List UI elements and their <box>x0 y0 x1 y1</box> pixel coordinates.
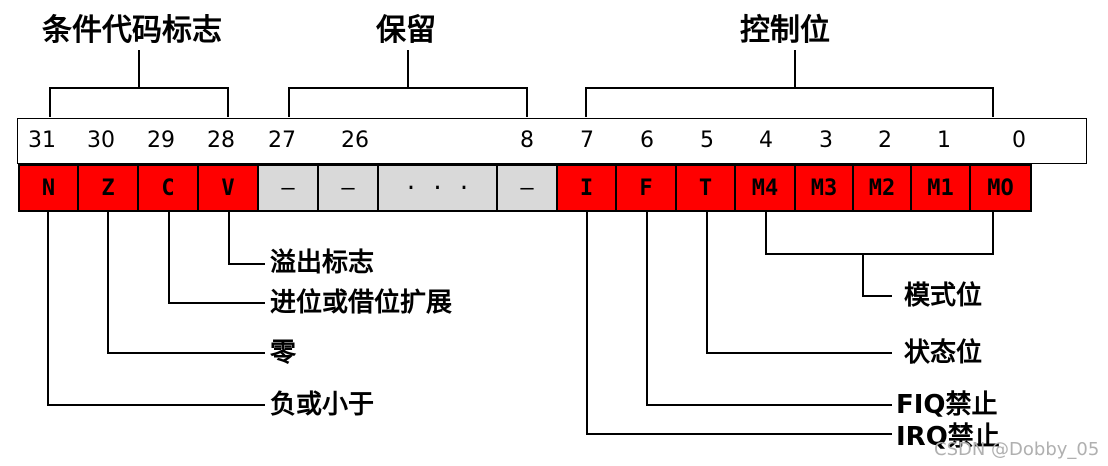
bit-number: 26 <box>341 128 369 153</box>
bit-number: 8 <box>520 128 534 153</box>
mode-bit-m2-cell: M2 <box>852 164 912 212</box>
mode-bit-m1-cell: M1 <box>910 164 971 212</box>
bit-number: 29 <box>147 128 175 153</box>
fiq-disable-label: FIQ禁止 <box>896 390 998 420</box>
bit-number: 2 <box>878 128 892 153</box>
reserved-cell: — <box>317 164 379 212</box>
condition-flags-title: 条件代码标志 <box>42 13 222 48</box>
bit-number: 27 <box>268 128 296 153</box>
mode-bits-label: 模式位 <box>904 281 983 311</box>
control-bits-title: 控制位 <box>740 13 830 48</box>
reserved-title: 保留 <box>376 13 436 48</box>
zero-flag-label: 零 <box>270 338 297 368</box>
flag-c-cell: C <box>137 164 199 212</box>
bit-number: 6 <box>640 128 654 153</box>
state-bit-label: 状态位 <box>904 338 983 368</box>
state-bit-cell: T <box>675 164 736 212</box>
bit-number: 0 <box>1012 128 1026 153</box>
bit-number: 31 <box>28 128 56 153</box>
irq-disable-cell: I <box>556 164 617 212</box>
bit-number: 1 <box>937 128 951 153</box>
watermark-text: CSDN @Dobby_05 <box>934 439 1100 460</box>
overflow-flag-label: 溢出标志 <box>270 248 375 278</box>
reserved-ellipsis-cell: · · · <box>377 164 498 212</box>
bit-number: 30 <box>87 128 115 153</box>
bit-number: 28 <box>207 128 235 153</box>
bit-number: 3 <box>819 128 833 153</box>
reserved-cell: — <box>257 164 319 212</box>
flag-n-cell: N <box>18 164 79 212</box>
mode-bit-m0-cell: MO <box>969 164 1032 212</box>
bit-number: 7 <box>580 128 594 153</box>
irq-disable-label: IRQ禁止 <box>896 422 1000 452</box>
reserved-cell: — <box>496 164 558 212</box>
mode-bit-m4-cell: M4 <box>734 164 796 212</box>
flag-v-cell: V <box>197 164 259 212</box>
mode-bit-m3-cell: M3 <box>794 164 854 212</box>
fiq-disable-cell: F <box>615 164 677 212</box>
bit-number: 5 <box>700 128 714 153</box>
carry-flag-label: 进位或借位扩展 <box>270 288 453 318</box>
bit-number: 4 <box>759 128 773 153</box>
bit-number-row <box>17 118 1087 164</box>
flag-z-cell: Z <box>77 164 139 212</box>
negative-flag-label: 负或小于 <box>270 390 375 420</box>
